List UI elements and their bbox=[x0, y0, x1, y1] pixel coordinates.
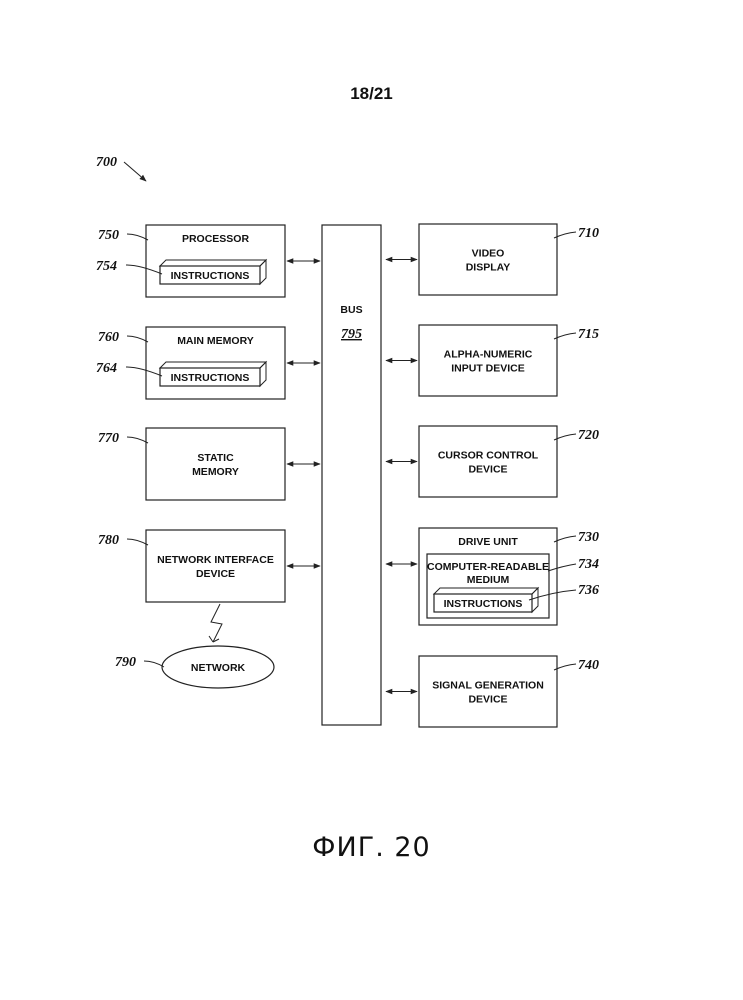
processor-instructions-label: INSTRUCTIONS bbox=[171, 270, 250, 282]
main-memory-ref: 760 bbox=[98, 330, 119, 345]
static-memory-label-line-2: MEMORY bbox=[192, 466, 239, 478]
system-ref-arrow bbox=[124, 162, 146, 181]
network-interface-device-ref: 780 bbox=[98, 533, 119, 548]
signal-generation-device-box bbox=[419, 656, 557, 727]
processor-instructions-ref: 754 bbox=[96, 259, 117, 274]
video-display-block: 710VIDEO DISPLAY bbox=[386, 224, 599, 295]
main-memory-instructions-label: INSTRUCTIONS bbox=[171, 372, 250, 384]
figure-caption: ФИГ. 20 bbox=[0, 832, 743, 863]
network-interface-device-block: 780NETWORK INTERFACE DEVICE bbox=[98, 530, 320, 602]
video-display-ref: 710 bbox=[578, 226, 599, 241]
processor-label-line-1: PROCESSOR bbox=[182, 233, 250, 245]
cursor-control-device-box bbox=[419, 426, 557, 497]
main-memory-instructions-ref: 764 bbox=[96, 361, 117, 376]
bus-block: BUS 795 bbox=[322, 225, 381, 725]
static-memory-block: 770STATIC MEMORY bbox=[98, 428, 320, 500]
processor-ref: 750 bbox=[98, 228, 119, 243]
signal-generation-device-ref: 740 bbox=[578, 658, 599, 673]
drive-unit-label-line-1: DRIVE UNIT bbox=[458, 536, 518, 548]
alpha-numeric-input-device-label-line-1: ALPHA-NUMERIC bbox=[444, 349, 533, 361]
static-memory-ref: 770 bbox=[98, 431, 119, 446]
computer-readable-medium-label-line-1: COMPUTER-READABLE bbox=[427, 561, 549, 573]
cursor-control-device-block: 720CURSOR CONTROL DEVICE bbox=[386, 426, 599, 497]
network-block: NETWORK 790 bbox=[115, 604, 274, 688]
drive-unit-block: 730 DRIVE UNIT COMPUTER-READABLEMEDIUM 734I… bbox=[386, 528, 599, 625]
static-memory-box bbox=[146, 428, 285, 500]
network-label: NETWORK bbox=[191, 662, 246, 674]
cursor-control-device-ref: 720 bbox=[578, 428, 599, 443]
cursor-control-device-label-line-2: DEVICE bbox=[468, 464, 507, 476]
network-ref: 790 bbox=[115, 655, 136, 670]
network-interface-device-label-line-1: NETWORK INTERFACE bbox=[157, 554, 274, 566]
video-display-label-line-1: VIDEO bbox=[472, 248, 505, 260]
alpha-numeric-input-device-ref: 715 bbox=[578, 327, 599, 342]
system-ref: 700 bbox=[96, 155, 146, 181]
cursor-control-device-label-line-1: CURSOR CONTROL bbox=[438, 450, 539, 462]
signal-generation-device-block: 740SIGNAL GENERATION DEVICE bbox=[386, 656, 599, 727]
drive-unit-instructions-label: INSTRUCTIONS bbox=[444, 598, 523, 610]
main-memory-block: 760 MAIN MEMORY INSTRUCTIONS 764 bbox=[96, 327, 320, 399]
network-interface-device-box bbox=[146, 530, 285, 602]
main-memory-label-line-1: MAIN MEMORY bbox=[177, 335, 254, 347]
bus-box bbox=[322, 225, 381, 725]
processor-block: 750 PROCESSOR INSTRUCTIONS 754 bbox=[96, 225, 320, 297]
computer-readable-medium-label-line-2: MEDIUM bbox=[467, 574, 510, 586]
alpha-numeric-input-device-label-line-2: INPUT DEVICE bbox=[451, 363, 525, 375]
drive-unit-instructions-ref: 736 bbox=[578, 583, 599, 598]
bus-ref: 795 bbox=[341, 327, 362, 342]
system-ref-number: 700 bbox=[96, 155, 117, 170]
drive-unit-ref: 730 bbox=[578, 530, 599, 545]
signal-generation-device-label-line-1: SIGNAL GENERATION bbox=[432, 680, 544, 692]
video-display-label-line-2: DISPLAY bbox=[466, 262, 511, 274]
computer-readable-medium-ref: 734 bbox=[578, 557, 599, 572]
static-memory-label-line-1: STATIC bbox=[197, 452, 234, 464]
bus-label: BUS bbox=[340, 304, 362, 316]
alpha-numeric-input-device-box bbox=[419, 325, 557, 396]
signal-generation-device-label-line-2: DEVICE bbox=[468, 694, 507, 706]
video-display-box bbox=[419, 224, 557, 295]
network-interface-device-label-line-2: DEVICE bbox=[196, 568, 235, 580]
alpha-numeric-input-device-block: 715ALPHA-NUMERIC INPUT DEVICE bbox=[386, 325, 599, 396]
network-link-bolt bbox=[211, 604, 222, 642]
